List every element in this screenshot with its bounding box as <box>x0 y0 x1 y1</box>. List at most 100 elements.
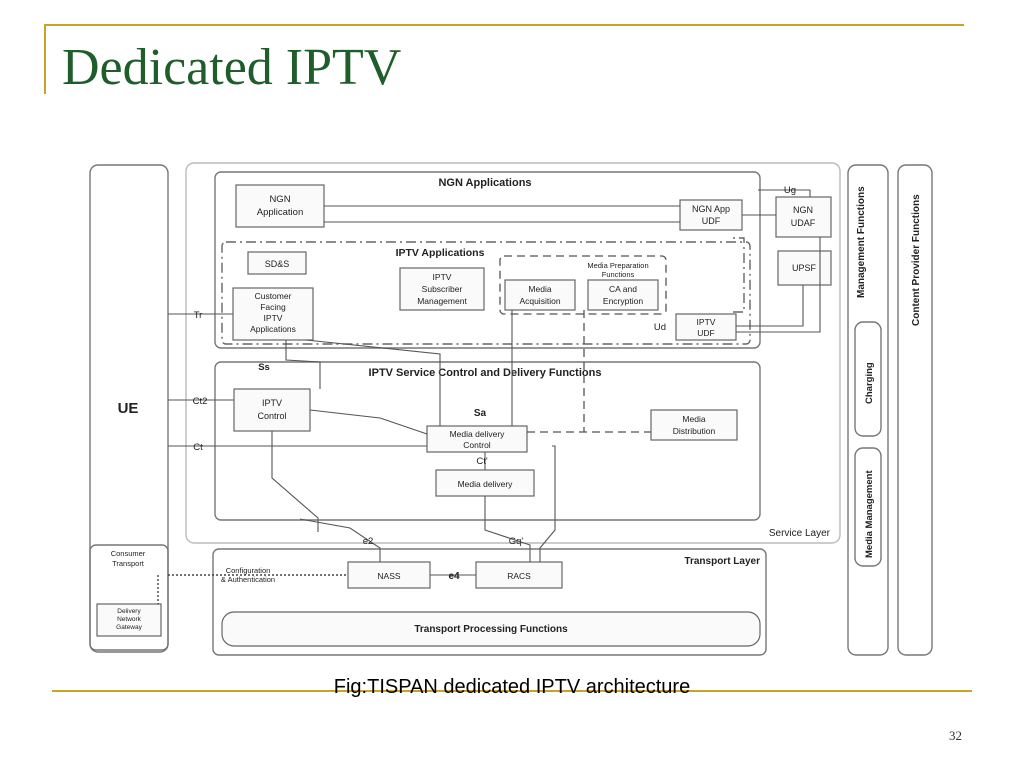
transport-processing-label: Transport Processing Functions <box>414 624 568 635</box>
transport-processing-box <box>221 611 761 647</box>
media-management-box <box>854 447 882 567</box>
figure-caption: Fig:TISPAN dedicated IPTV architecture <box>333 676 691 698</box>
iptv-control-line1: IPTV <box>262 398 282 408</box>
ref-ct: Ct <box>193 442 203 453</box>
config-auth-line2: & Authentication <box>221 575 275 584</box>
ngn-udaf-line2: UDAF <box>791 218 816 228</box>
link-mdc-gq <box>539 445 556 562</box>
racs-label: RACS <box>507 571 531 581</box>
service-layer-outline <box>185 162 841 544</box>
consumer-transport-line1: Consumer <box>111 549 146 558</box>
ue-box <box>89 164 169 653</box>
ref-tr: Tr <box>194 310 203 321</box>
iptv-applications-label: IPTV Applications <box>396 247 485 259</box>
link-e2 <box>299 518 381 562</box>
link-control-lower <box>271 431 319 532</box>
ref-sa: Sa <box>474 408 487 419</box>
media-distribution-line2: Distribution <box>673 426 716 436</box>
dng-line2: Network <box>117 616 142 623</box>
media-preparation-line2: Functions <box>602 270 635 279</box>
consumer-transport-box <box>89 544 169 651</box>
upsf-box <box>777 250 832 286</box>
charging-label: Charging <box>864 362 875 404</box>
ca-encryption-line1: CA and <box>609 284 637 294</box>
media-preparation-line1: Media Preparation <box>587 261 648 270</box>
link-cf-control <box>285 340 321 389</box>
left-rule <box>44 24 46 94</box>
racs-box <box>475 561 563 589</box>
customer-facing-line2: Facing <box>260 302 286 312</box>
ca-encryption-box <box>587 279 659 311</box>
consumer-transport-line2: Transport <box>112 559 145 568</box>
ngn-app-udf-line1: NGN App <box>692 204 730 214</box>
nass-label: NASS <box>377 571 400 581</box>
customer-facing-line3: IPTV <box>264 313 283 323</box>
ngn-application-line2: Application <box>257 207 303 218</box>
management-functions-column <box>847 164 889 656</box>
slide-title: Dedicated IPTV <box>62 39 402 96</box>
transport-layer-label: Transport Layer <box>684 556 760 567</box>
ngn-udaf-box <box>775 196 832 238</box>
content-provider-label: Content Provider Functions <box>911 194 922 326</box>
ref-e4: e4 <box>448 571 460 582</box>
top-rule <box>44 24 964 26</box>
link-md-racs <box>484 496 531 562</box>
ngn-applications-label: NGN Applications <box>438 177 531 189</box>
iptv-control-line2: Control <box>257 411 286 421</box>
ref-e2: e2 <box>363 536 374 547</box>
transport-layer <box>212 548 767 656</box>
nass-box <box>347 561 431 589</box>
config-auth-line1: Configuration <box>226 566 271 575</box>
charging-box <box>854 321 882 437</box>
dng-line3: Gateway <box>116 624 142 631</box>
iptv-subscriber-line3: Management <box>417 296 467 306</box>
ref-ct-prime: Ct' <box>476 456 488 467</box>
ue-label: UE <box>118 400 139 417</box>
iptv-service-control-label: IPTV Service Control and Delivery Functi… <box>369 367 602 379</box>
media-delivery-label: Media delivery <box>458 479 514 489</box>
iptv-applications-area <box>221 241 751 345</box>
delivery-network-gateway-box <box>96 603 162 637</box>
iptv-udf-line1: IPTV <box>697 317 716 327</box>
media-delivery-box <box>435 469 535 497</box>
bottom-rule <box>52 690 972 692</box>
customer-facing-line1: Customer <box>255 291 292 301</box>
sds-box <box>247 251 307 275</box>
ref-gq-prime: Gq' <box>509 536 524 547</box>
ngn-app-udf-line2: UDF <box>702 216 721 226</box>
media-preparation-area <box>499 255 667 315</box>
link-cf-mdc <box>305 339 441 426</box>
ref-ud: Ud <box>654 322 666 333</box>
media-acquisition-box <box>504 279 576 311</box>
ref-ct2: Ct2 <box>193 396 208 407</box>
media-acquisition-line1: Media <box>528 284 551 294</box>
ngn-udaf-line1: NGN <box>793 205 813 215</box>
content-provider-column <box>897 164 933 656</box>
iptv-service-control-layer <box>214 361 761 521</box>
ref-ss: Ss <box>258 362 270 373</box>
management-functions-label: Management Functions <box>856 186 867 298</box>
iptv-subscriber-mgmt-box <box>399 267 485 311</box>
media-distribution-line1: Media <box>682 414 705 424</box>
ngn-applications-layer <box>214 171 761 349</box>
link-iptv-udf-upsf <box>736 285 804 327</box>
media-acquisition-line2: Acquisition <box>519 296 560 306</box>
link-udf-dashed <box>733 237 745 313</box>
media-delivery-control-line2: Control <box>463 440 491 450</box>
ngn-application-line1: NGN <box>269 194 290 205</box>
ref-ug: Ug <box>784 185 796 196</box>
dng-line1: Delivery <box>117 608 141 615</box>
media-management-label: Media Management <box>864 470 875 558</box>
ngn-application-box <box>235 184 325 228</box>
iptv-subscriber-line2: Subscriber <box>422 284 463 294</box>
link-ug <box>758 189 811 197</box>
iptv-udf-box <box>675 313 737 341</box>
page-number: 32 <box>949 728 962 743</box>
ca-encryption-line2: Encryption <box>603 296 643 306</box>
iptv-control-box <box>233 388 311 432</box>
sds-label: SD&S <box>265 259 290 269</box>
link-control-mdc <box>309 409 428 435</box>
customer-facing-line4: Applications <box>250 324 296 334</box>
iptv-udf-line2: UDF <box>697 328 714 338</box>
